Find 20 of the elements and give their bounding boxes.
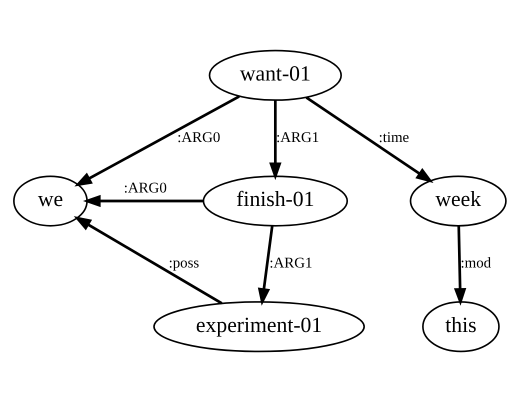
node-ellipse: week [410, 174, 507, 226]
edge-label: :poss [168, 255, 200, 272]
arrow [454, 226, 466, 306]
edge-label: :time [378, 129, 410, 146]
arrow [306, 96, 434, 182]
edge-label: :mod [460, 255, 492, 272]
arrow [74, 216, 222, 304]
edge-label: :ARG1 [276, 129, 320, 146]
edge-label: :ARG1 [269, 255, 312, 272]
node-ellipse: this [422, 300, 500, 352]
arrow [269, 100, 282, 180]
node-ellipse: want-01 [208, 49, 342, 100]
node-ellipse: finish-01 [202, 174, 348, 226]
node-ellipse: experiment-01 [153, 300, 365, 352]
node-ellipse: we [13, 174, 88, 226]
arrow [258, 225, 274, 306]
edge-label: :ARG0 [124, 180, 167, 196]
edge-label: :ARG0 [177, 129, 220, 146]
arrow [82, 194, 204, 207]
arrow [74, 94, 240, 186]
